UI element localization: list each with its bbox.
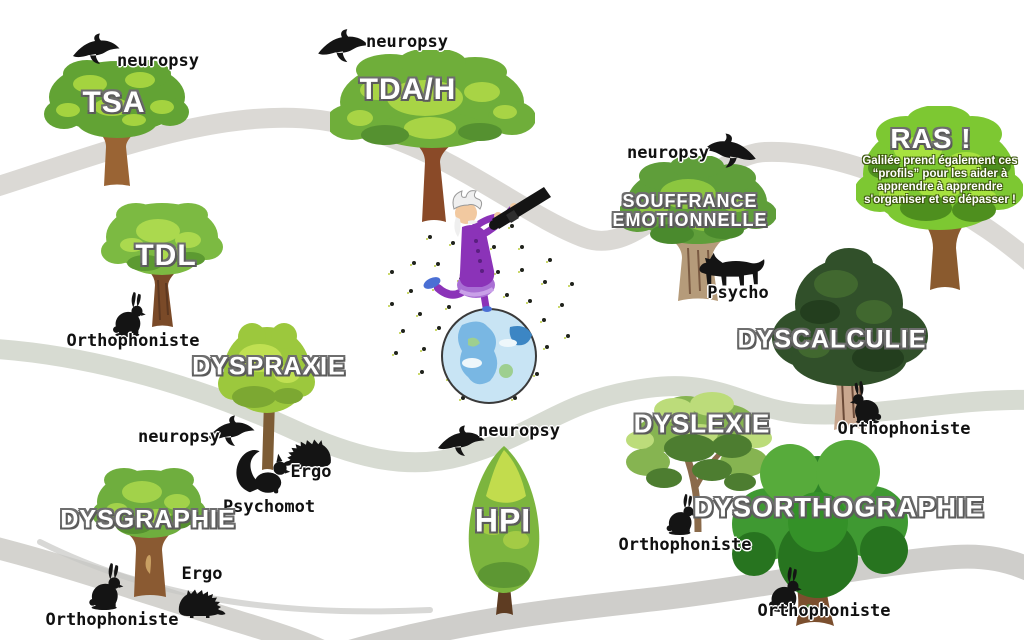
tree-label-tsa: TSA <box>82 86 146 119</box>
tree-ras <box>856 106 1023 290</box>
tree-dyspraxie <box>218 323 315 470</box>
tree-label-hpi: HPI <box>474 502 532 539</box>
label-ergo-dyspraxie: Ergo <box>290 462 332 482</box>
label-neuropsy-dyspraxie: neuropsy <box>138 427 220 447</box>
bird-icon <box>68 32 124 68</box>
label-orthophoniste-dyslexie: Orthophoniste <box>618 535 752 555</box>
ras-description: Galilée prend également ces “profils” po… <box>862 155 1018 206</box>
tree-tdah <box>330 50 535 222</box>
label-orthophoniste-dysgraphie: Orthophoniste <box>45 610 179 630</box>
label-neuropsy-tdah: neuropsy <box>366 32 448 52</box>
tree-dyscalculie <box>772 248 928 430</box>
label-neuropsy-souffrance: neuropsy <box>627 143 709 163</box>
tree-tdl <box>101 203 223 327</box>
tree-label-tdah: TDA/H <box>359 73 457 106</box>
label-orthophoniste-dysorthographie: Orthophoniste <box>757 601 891 621</box>
rabbit-icon <box>84 556 132 616</box>
galileo-figure <box>423 187 551 404</box>
label-orthophoniste-dyscalculie: Orthophoniste <box>837 419 971 439</box>
galileo-man <box>423 187 551 312</box>
tree-label-ras: RAS ! <box>890 123 972 154</box>
label-psycho-souffrance: Psycho <box>707 283 769 303</box>
tree-hpi <box>468 446 540 615</box>
tree-dysorthographie <box>732 440 908 626</box>
bird-icon <box>702 128 758 176</box>
tree-label-dyscalculie: DYSCALCULIE <box>737 325 927 354</box>
label-psychomot-dyspraxie: Psychomot <box>222 497 316 517</box>
tree-label-dyslexie: DYSLEXIE <box>633 408 771 439</box>
label-ergo-dysgraphie: Ergo <box>181 564 223 584</box>
ribbon-bottom-right <box>348 544 1024 640</box>
tree-tsa <box>44 60 189 186</box>
label-neuropsy-tsa: neuropsy <box>117 51 199 71</box>
tree-label-dyspraxie: DYSPRAXIE <box>192 352 346 381</box>
tree-label-dysorthographie: DYSORTHOGRAPHIE <box>693 492 985 523</box>
tree-dysgraphie <box>92 468 206 597</box>
globe <box>441 308 537 404</box>
telescope-icon <box>489 187 551 230</box>
label-neuropsy-hpi: neuropsy <box>478 421 560 441</box>
wolf-icon <box>696 244 768 288</box>
hedgehog-icon <box>176 588 226 618</box>
tree-dyslexie <box>626 392 772 532</box>
tree-label-souffrance: SOUFFRANCE EMOTIONNELLE <box>612 191 768 230</box>
tree-label-dysgraphie: DYSGRAPHIE <box>60 505 236 534</box>
bird-icon <box>316 24 370 70</box>
tree-label-tdl: TDL <box>135 239 197 272</box>
squirrel-icon <box>232 436 292 498</box>
label-orthophoniste-tdl: Orthophoniste <box>66 331 200 351</box>
